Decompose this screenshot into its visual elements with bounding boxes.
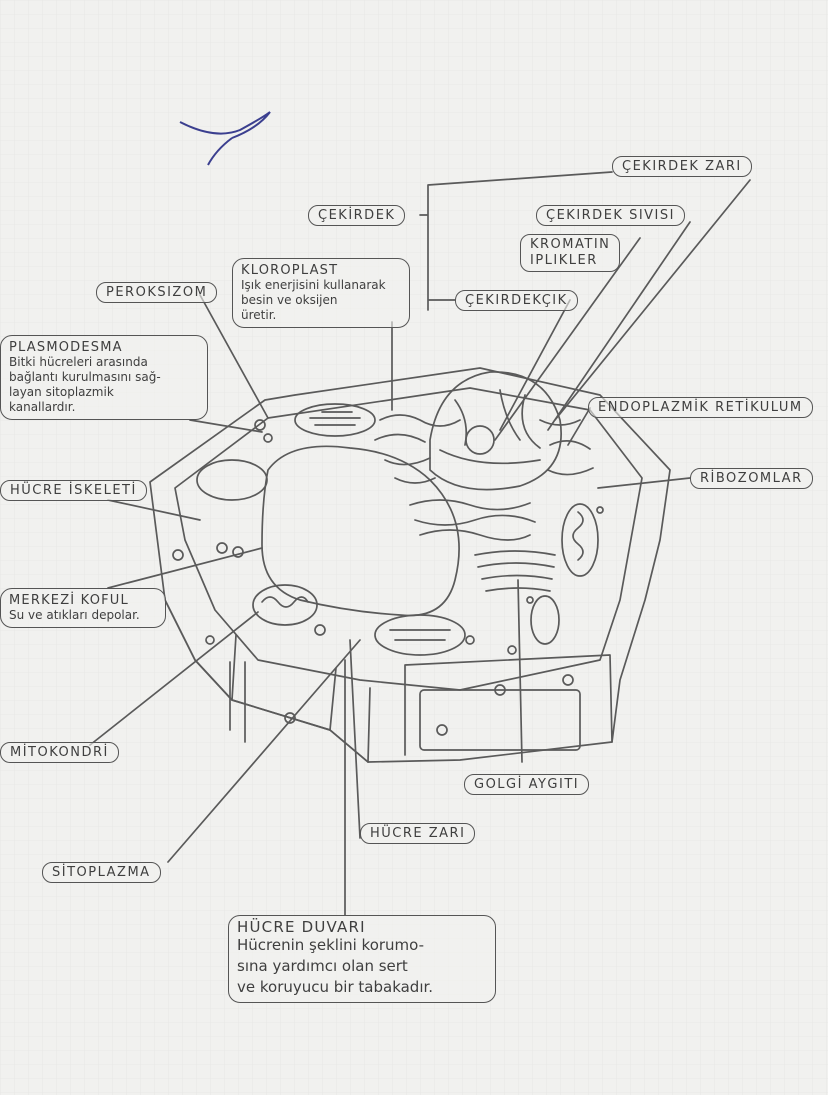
- central-vacuole: [261, 445, 460, 617]
- nucleus: [429, 371, 562, 491]
- label-endoplasmic-reticulum: ENDOPLAZMİK RETİKULUM: [588, 397, 813, 418]
- box-cell-wall: HÜCRE DUVARI Hücrenin şeklini korumo- sı…: [228, 915, 496, 1003]
- label-cytoskeleton: HÜCRE İSKELETİ: [0, 480, 147, 501]
- label-mitochondria: MİTOKONDRİ: [0, 742, 119, 763]
- box-cell-wall-title: HÜCRE DUVARI: [237, 918, 366, 936]
- box-plasmodesma-title: PLASMODESMA: [9, 340, 123, 355]
- box-chloroplast: KLOROPLAST Işık enerjisini kullanarak be…: [232, 258, 410, 328]
- box-cell-wall-desc: Hücrenin şeklini korumo- sına yardımcı o…: [237, 936, 434, 996]
- box-central-vacuole-desc: Su ve atıkları depolar.: [9, 608, 140, 622]
- label-nucleolus: ÇEKIRDEKÇIK: [455, 290, 578, 311]
- box-plasmodesma: PLASMODESMA Bitki hücreleri arasında bağ…: [0, 335, 208, 420]
- label-cytoplasm: SİTOPLAZMA: [42, 862, 161, 883]
- box-central-vacuole-title: MERKEZİ KOFUL: [9, 593, 129, 608]
- mitochondrion-1: [252, 584, 318, 626]
- cell-membrane-outline: [174, 387, 643, 691]
- label-cell-membrane: HÜCRE ZARI: [360, 823, 476, 844]
- box-plasmodesma-desc: Bitki hücreleri arasında bağlantı kurulm…: [9, 355, 161, 414]
- box-chloroplast-desc: Işık enerjisini kullanarak besin ve oksi…: [241, 278, 386, 322]
- label-nuclear-fluid: ÇEKIRDEK SIVISI: [536, 205, 685, 226]
- endoplasmic-reticulum: [374, 414, 594, 484]
- pen-mark: [179, 111, 271, 166]
- box-chloroplast-title: KLOROPLAST: [241, 263, 339, 278]
- chloroplast-1: [294, 403, 376, 437]
- label-ribosomes: RİBOZOMLAR: [690, 468, 813, 489]
- label-nucleus: ÇEKİRDEK: [308, 205, 406, 226]
- golgi-apparatus: [474, 550, 556, 592]
- label-nuclear-envelope: ÇEKIRDEK ZARI: [612, 156, 752, 177]
- label-peroxisome: PEROKSIZOM: [96, 282, 218, 303]
- label-golgi: GOLGİ AYGITI: [464, 774, 590, 795]
- box-central-vacuole: MERKEZİ KOFUL Su ve atıkları depolar.: [0, 588, 166, 628]
- label-chromatin: KROMATIN IPLIKLER: [520, 234, 621, 272]
